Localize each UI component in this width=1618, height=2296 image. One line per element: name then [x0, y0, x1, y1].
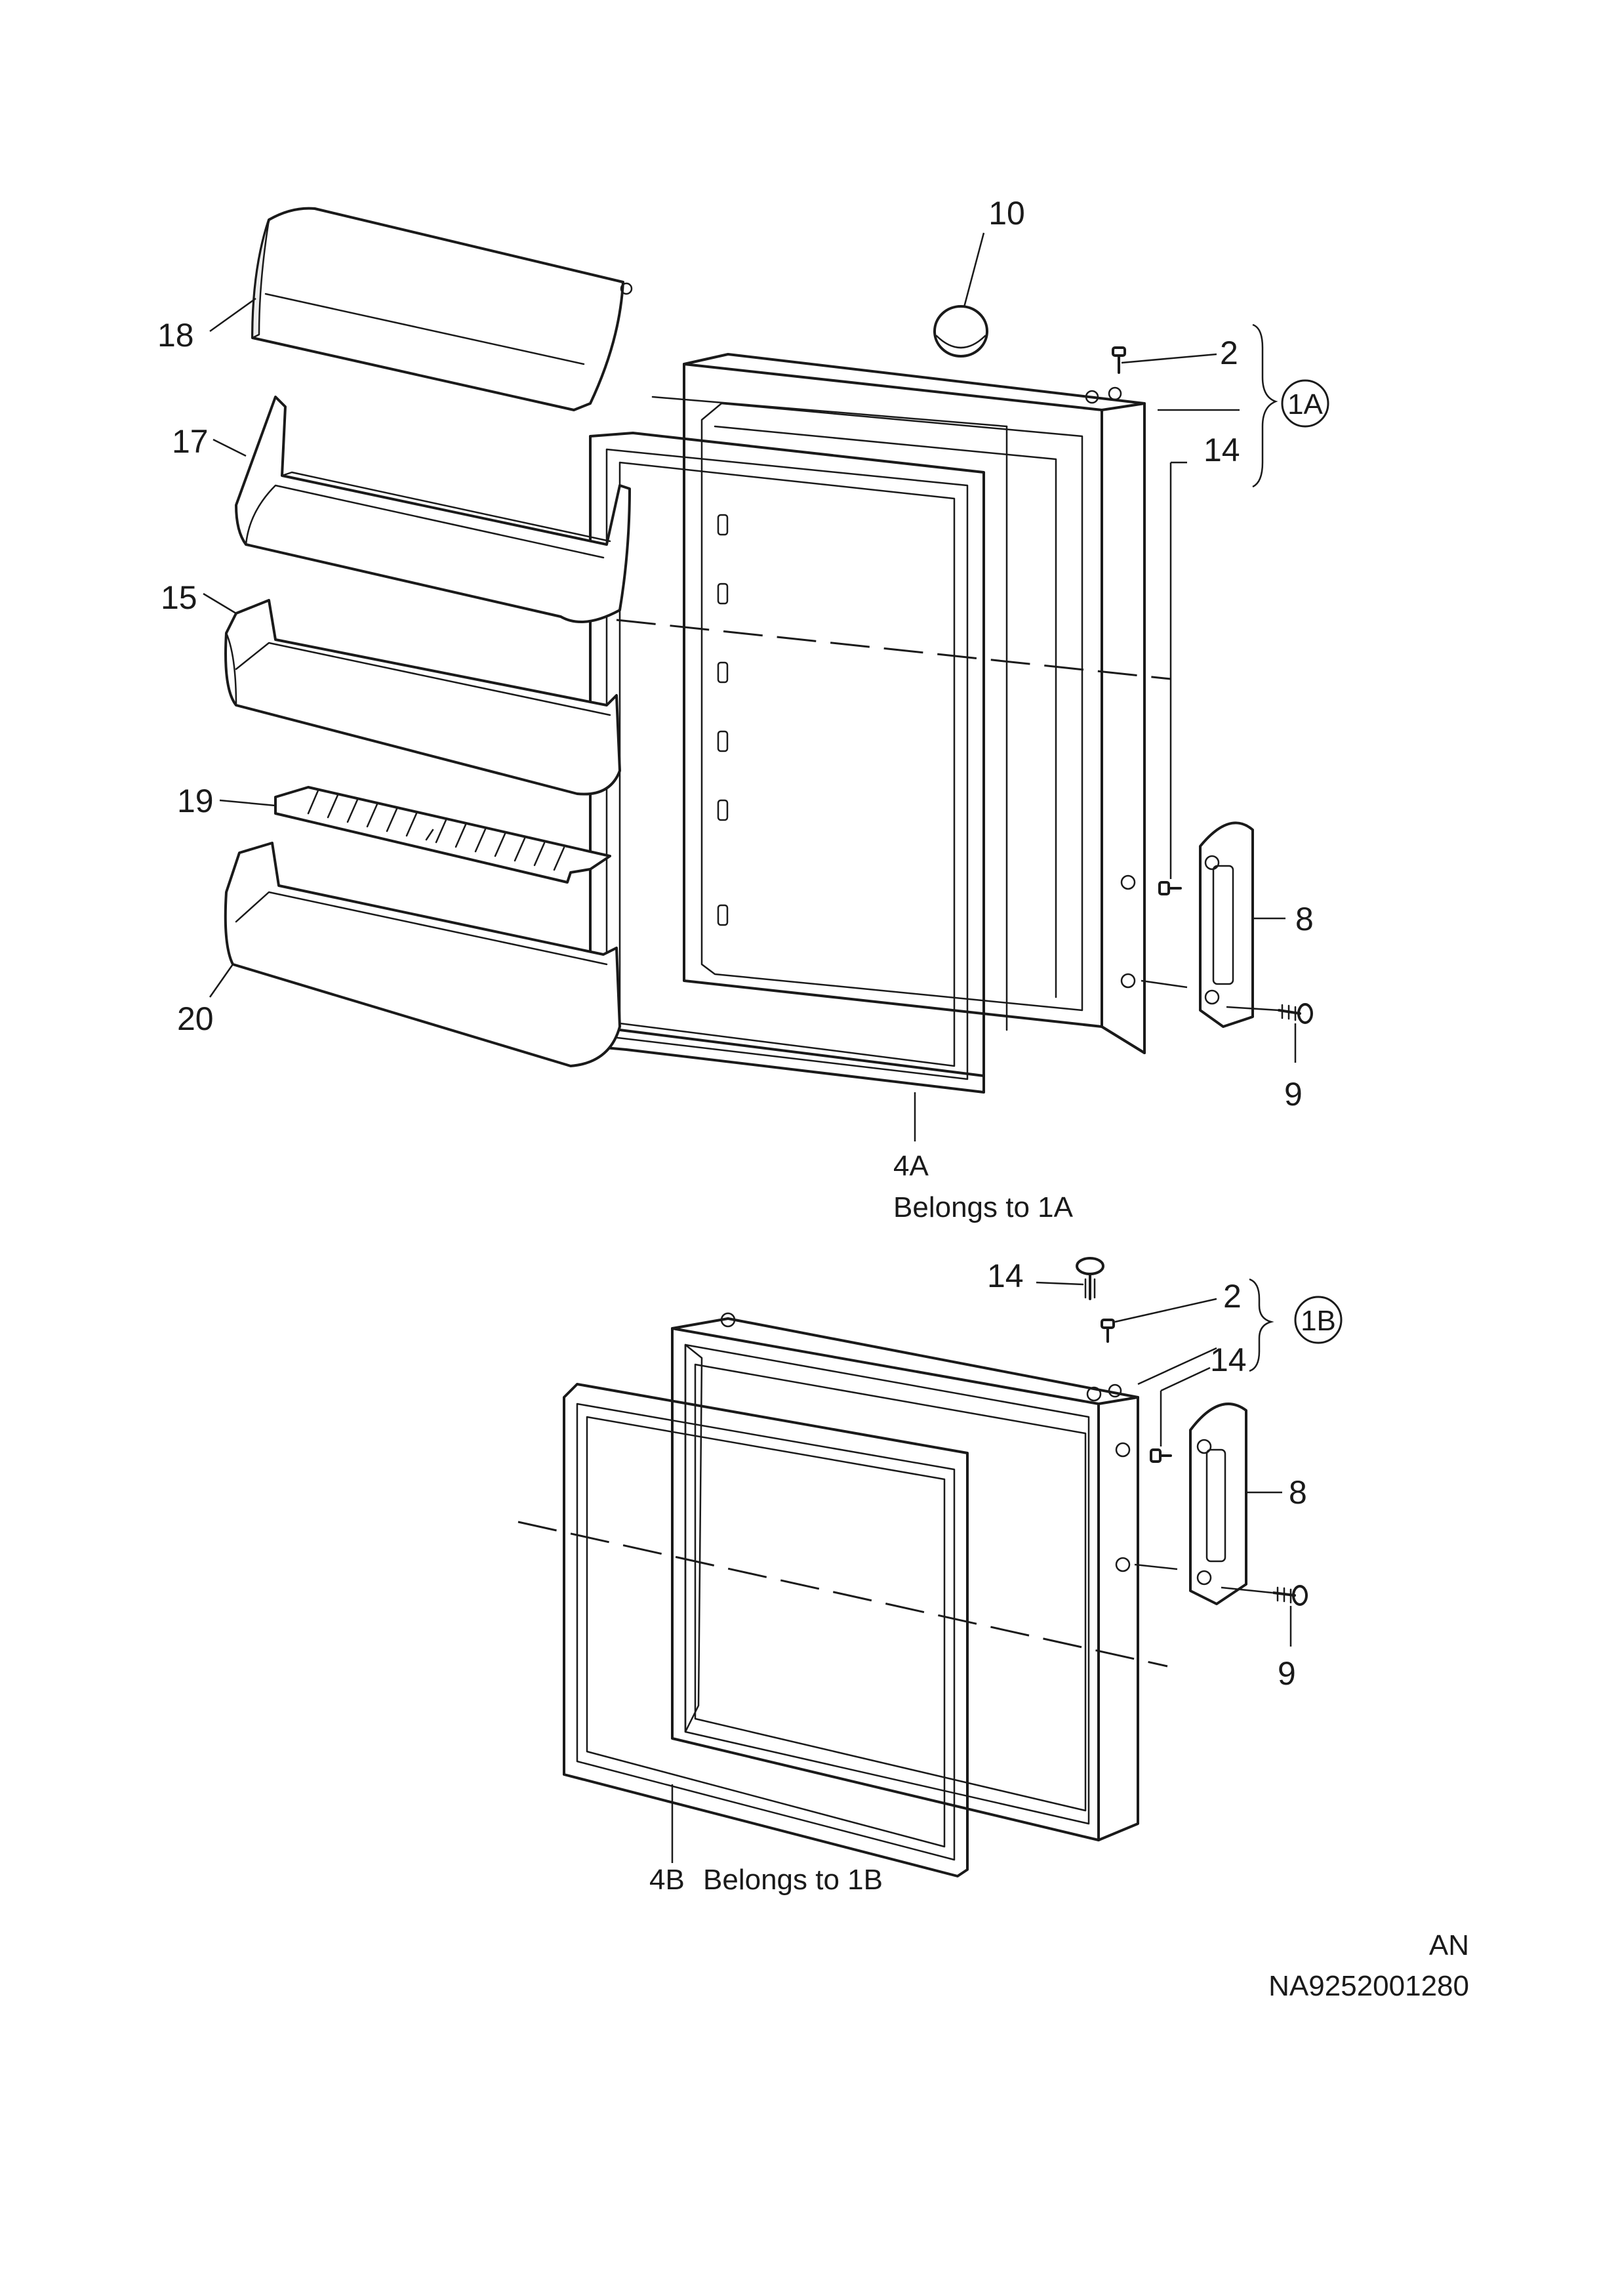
label-4a-note: Belongs to 1A: [893, 1191, 1074, 1223]
door-shelf-17: [235, 396, 631, 623]
screw-14-1b: [1150, 1448, 1172, 1463]
door-frame-1b: [671, 1312, 1139, 1841]
footer-drawing-number: NA9252001280: [1268, 1970, 1469, 2002]
door-frame-1a: [651, 353, 1146, 1054]
push-button-14-1b: [1076, 1257, 1104, 1300]
label-19: 19: [177, 783, 214, 819]
label-4b-note: Belongs to 1B: [703, 1864, 883, 1896]
label-1b: 1B: [1301, 1305, 1336, 1337]
screw-2-1a: [1112, 346, 1126, 374]
label-9-1a: 9: [1284, 1076, 1303, 1113]
axis-line-upper: [616, 619, 1171, 680]
screw-9-1a: [1278, 1003, 1313, 1024]
label-14-1a: 14: [1203, 432, 1240, 468]
label-18: 18: [157, 317, 194, 354]
label-14-1b: 14: [1210, 1342, 1247, 1378]
label-4b: 4B: [649, 1864, 685, 1896]
label-14-1b-top: 14: [987, 1258, 1024, 1294]
screw-14-1a: [1158, 881, 1182, 895]
label-2-1a: 2: [1220, 335, 1238, 371]
hinge-8-1b: [1189, 1403, 1247, 1605]
label-15: 15: [161, 579, 197, 616]
screw-9-1b: [1272, 1585, 1308, 1606]
leaders-upper: [203, 232, 1297, 1141]
screw-2-1b: [1101, 1319, 1115, 1343]
footer-code: AN: [1429, 1929, 1469, 1961]
label-10: 10: [988, 195, 1025, 232]
hinge-8-1a: [1199, 821, 1254, 1028]
label-17: 17: [172, 423, 209, 460]
label-2-1b: 2: [1223, 1278, 1242, 1315]
bottle-shelf-20: [224, 842, 621, 1067]
gasket-4b: [563, 1383, 969, 1877]
label-8-1b: 8: [1289, 1474, 1307, 1511]
axis-line-lower: [517, 1521, 1168, 1668]
label-4a: 4A: [893, 1150, 929, 1182]
label-9-1b: 9: [1278, 1655, 1296, 1692]
leaders-lower: [671, 1278, 1292, 1863]
door-shelf-15: [224, 599, 621, 796]
dairy-lid-18: [251, 207, 633, 411]
plug-10: [933, 305, 988, 358]
callout-circle-1a: [1281, 379, 1329, 428]
callout-circle-1b: [1294, 1296, 1343, 1344]
door-edge-1a: [618, 1029, 985, 1077]
label-20: 20: [177, 1000, 214, 1037]
label-8-1a: 8: [1295, 901, 1314, 937]
egg-tray-19: [274, 786, 611, 884]
label-1a: 1A: [1287, 388, 1323, 420]
